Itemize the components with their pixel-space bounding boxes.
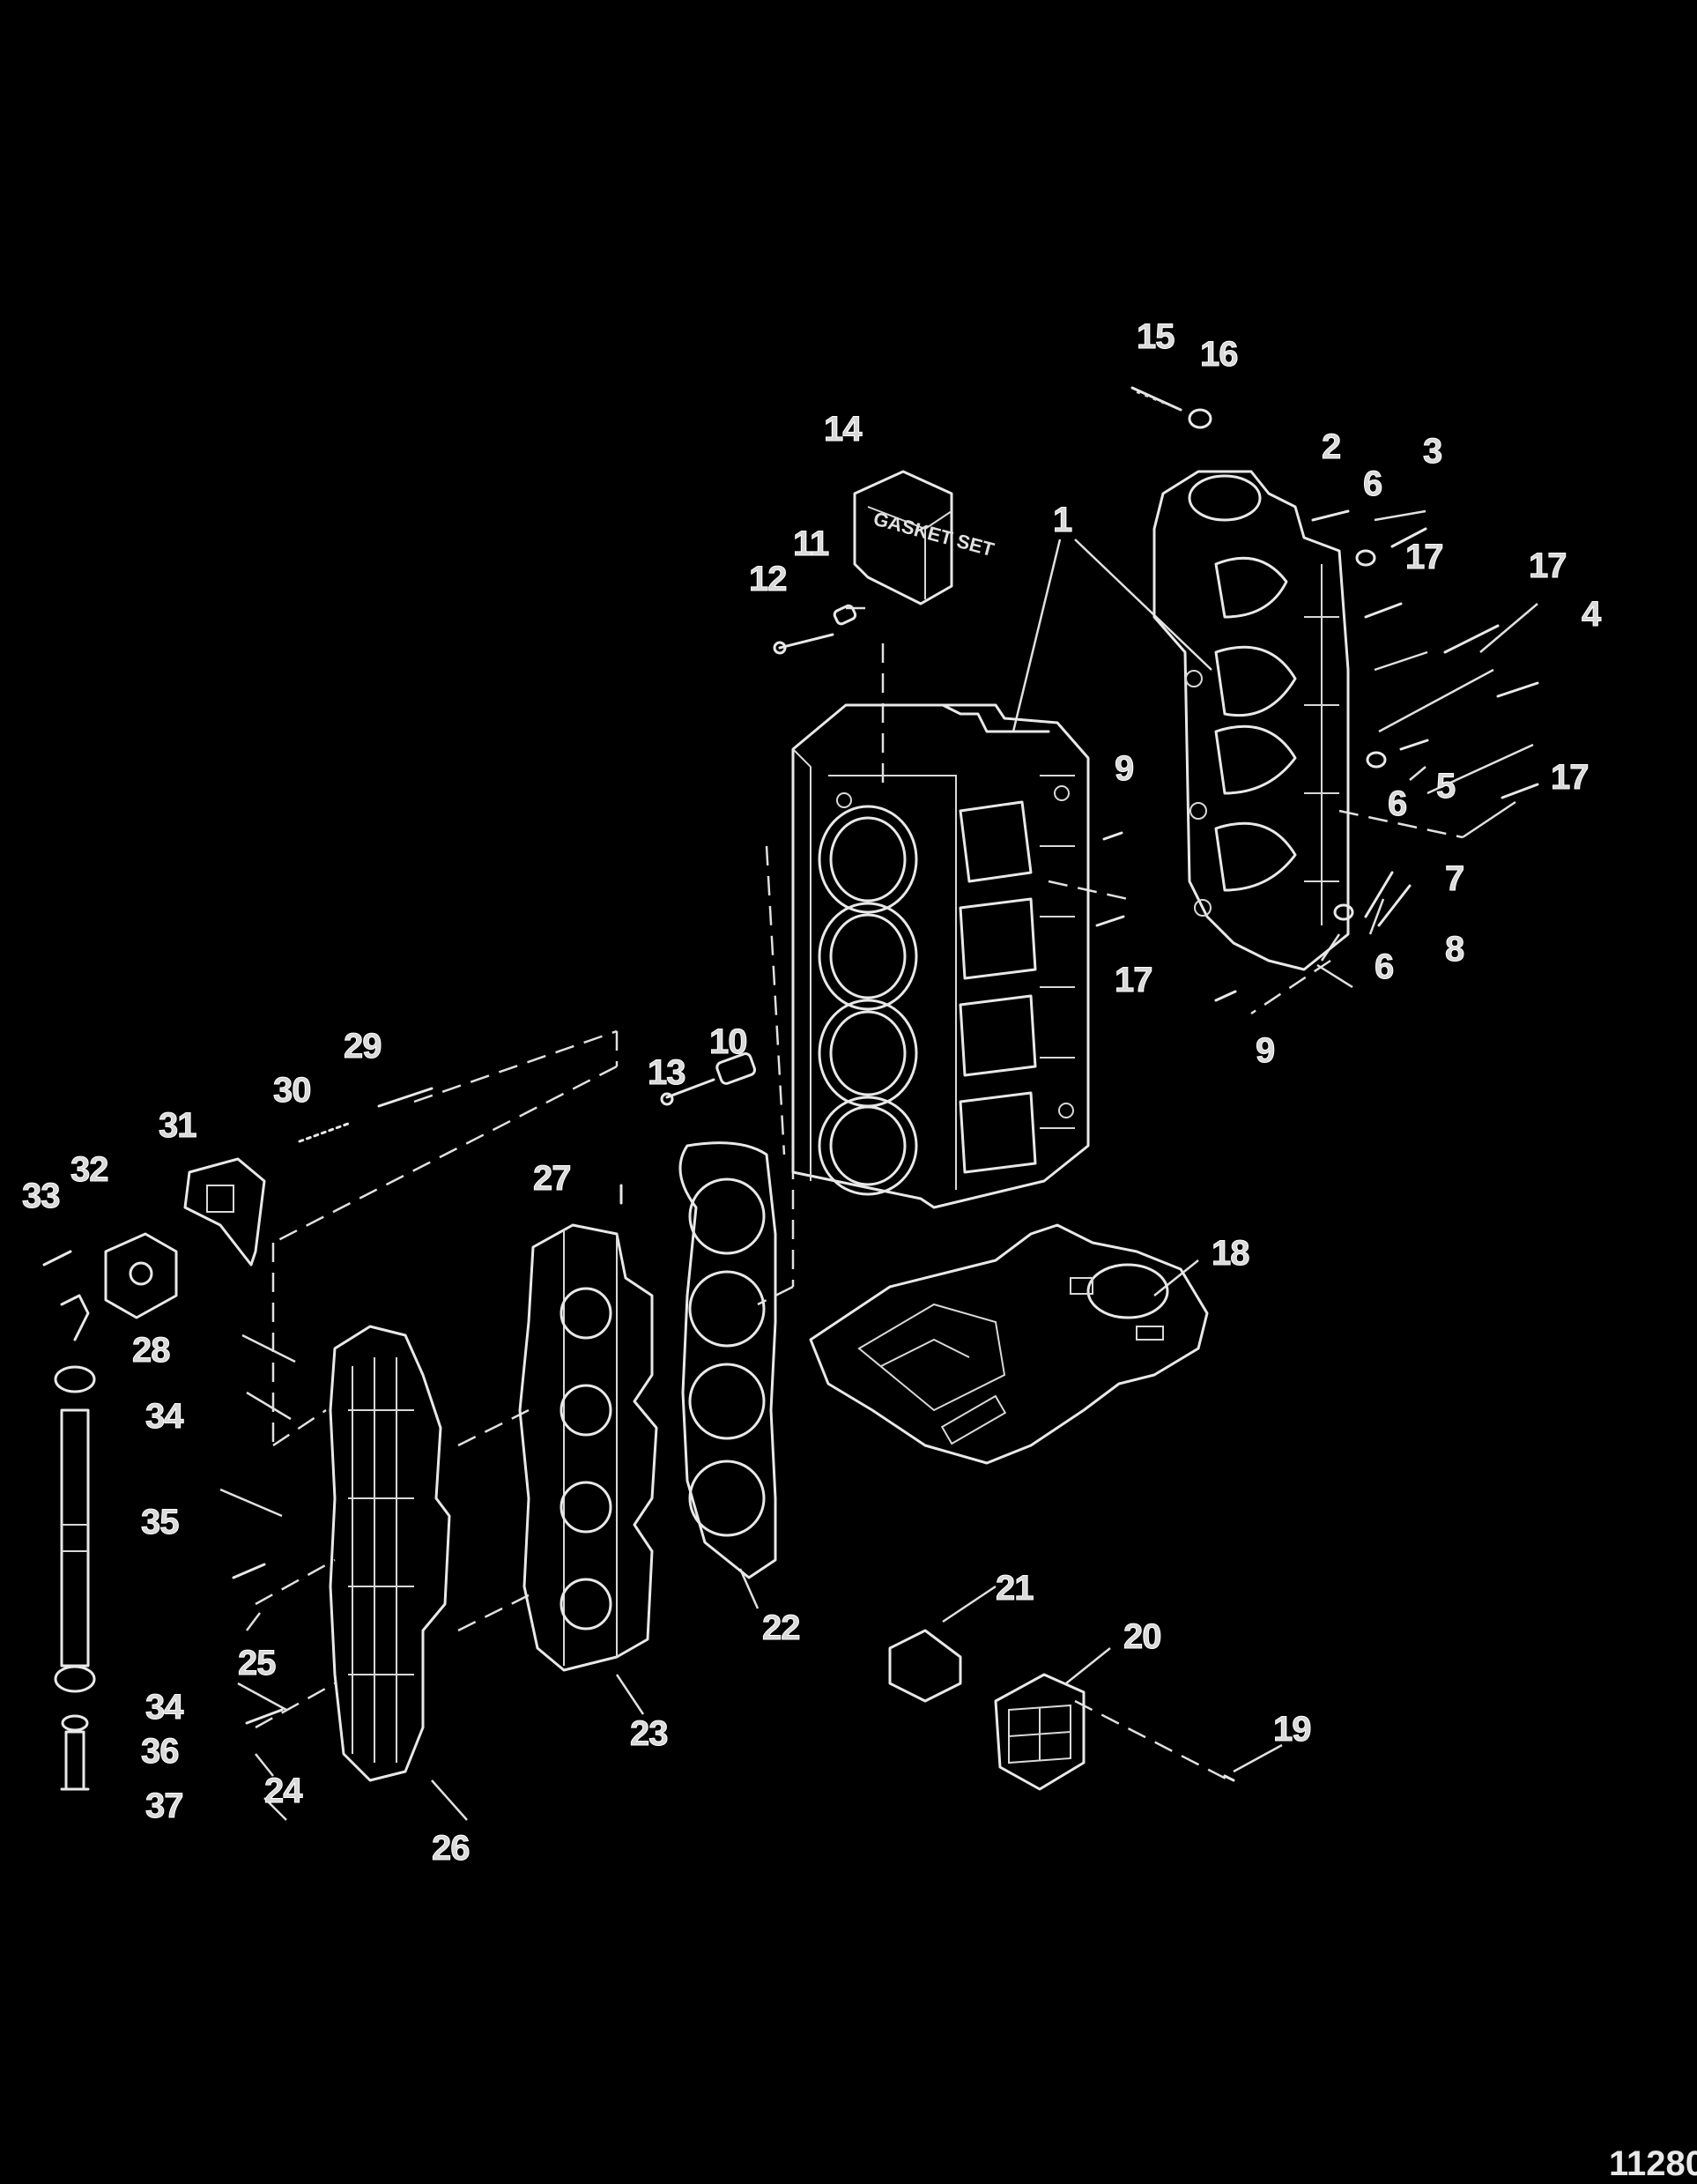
callout-12: 12 [749, 560, 787, 598]
callout-6c: 6 [1375, 947, 1393, 986]
callout-35: 35 [141, 1503, 179, 1541]
callout-3: 3 [1423, 432, 1441, 471]
callout-9a: 9 [1115, 749, 1133, 788]
callout-29: 29 [344, 1027, 382, 1066]
callout-6a: 6 [1363, 464, 1382, 503]
callout-25: 25 [238, 1644, 276, 1683]
callout-10: 10 [709, 1022, 747, 1061]
callout-34b: 34 [145, 1688, 184, 1727]
callout-20: 20 [1123, 1617, 1161, 1656]
callout-labels: 1 2 3 4 5 6 6 6 7 8 9 9 10 11 12 13 14 1… [22, 317, 1604, 1868]
callout-15: 15 [1137, 317, 1175, 356]
callout-21: 21 [996, 1569, 1034, 1608]
callout-37: 37 [145, 1787, 183, 1825]
gasket-set-label: GASKET SET [871, 508, 997, 561]
cylinder-head [518, 1223, 658, 1672]
callout-11: 11 [793, 524, 829, 563]
callout-18: 18 [1212, 1234, 1249, 1273]
callout-19: 19 [1273, 1710, 1311, 1749]
small-hardware: GASKET SET [42, 386, 1539, 1791]
callout-13: 13 [648, 1053, 685, 1092]
callout-9b: 9 [1256, 1031, 1274, 1070]
callout-1: 1 [1053, 501, 1072, 539]
callout-23: 23 [630, 1714, 668, 1753]
callout-24: 24 [264, 1772, 303, 1810]
callout-17a: 17 [1405, 538, 1443, 576]
reed-cover [994, 1673, 1086, 1791]
callout-34a: 34 [145, 1397, 184, 1436]
head-cover [329, 1325, 451, 1782]
callout-6b: 6 [1388, 784, 1406, 823]
cover-gasket [888, 1629, 962, 1703]
callout-8: 8 [1445, 930, 1464, 969]
gasket-set-box: GASKET SET [853, 470, 997, 605]
crankcase-cover [1152, 470, 1350, 971]
callout-4: 4 [1582, 595, 1602, 634]
head-gasket [678, 1141, 777, 1579]
callout-14: 14 [824, 410, 863, 449]
callout-17b: 17 [1529, 546, 1567, 585]
callout-5: 5 [1436, 767, 1456, 806]
callout-31: 31 [159, 1106, 196, 1145]
callout-17c: 17 [1551, 758, 1589, 797]
callout-36: 36 [141, 1732, 179, 1771]
callout-26: 26 [432, 1829, 470, 1868]
callout-27: 27 [533, 1159, 571, 1198]
callout-30: 30 [273, 1071, 311, 1110]
cylinder-block [791, 703, 1090, 1209]
figure-number: 11280 [1609, 2144, 1697, 2183]
callout-22: 22 [762, 1608, 800, 1647]
callout-17d: 17 [1115, 961, 1152, 999]
callout-2: 2 [1322, 427, 1340, 466]
callout-7: 7 [1445, 859, 1464, 898]
callout-33: 33 [22, 1177, 60, 1215]
callout-16: 16 [1200, 335, 1238, 374]
base-gasket [809, 1223, 1209, 1465]
leader-lines [219, 509, 1538, 1821]
callout-28: 28 [132, 1331, 170, 1370]
callout-32: 32 [70, 1150, 108, 1189]
